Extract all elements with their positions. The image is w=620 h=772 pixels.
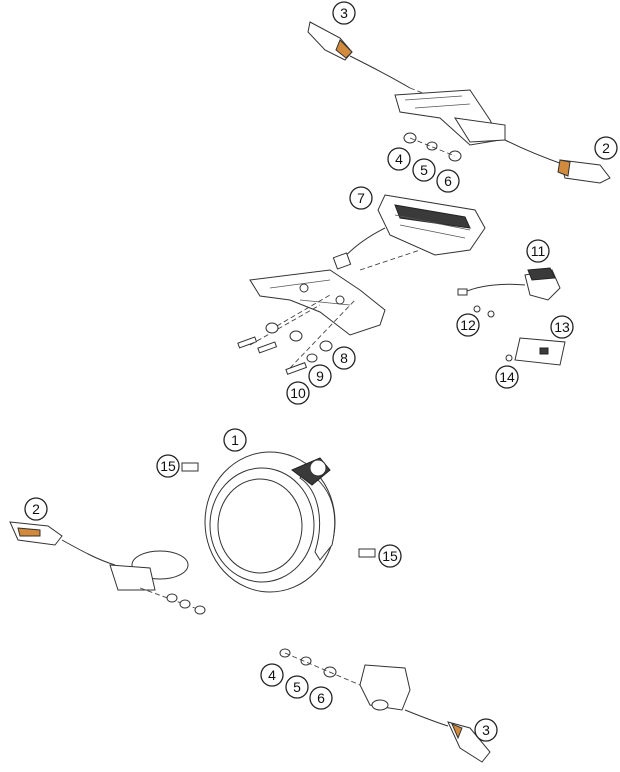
callout-1: 1	[223, 428, 247, 452]
callout-6-top: 6	[436, 169, 460, 193]
svg-text:9: 9	[316, 368, 324, 384]
svg-text:6: 6	[444, 173, 452, 189]
svg-text:13: 13	[554, 319, 570, 335]
turn-signal-rear-left	[307, 21, 441, 101]
callout-12: 12	[456, 313, 480, 337]
svg-text:12: 12	[460, 317, 476, 333]
svg-text:2: 2	[602, 140, 610, 156]
callout-13: 13	[550, 315, 574, 339]
svg-text:4: 4	[268, 667, 276, 683]
callout-7: 7	[349, 186, 373, 210]
washer-set-top	[403, 132, 462, 162]
turn-signal-front-right	[447, 721, 491, 763]
svg-text:3: 3	[340, 5, 348, 21]
svg-text:3: 3	[482, 722, 490, 738]
callout-3-top: 3	[332, 1, 356, 25]
front-right-clamp	[279, 648, 449, 727]
svg-text:14: 14	[499, 369, 515, 385]
headlight	[204, 451, 336, 593]
screw-set-bracket	[237, 322, 333, 375]
svg-text:8: 8	[340, 350, 348, 366]
callout-2-left: 2	[24, 497, 48, 521]
callout-5-bottom: 5	[285, 675, 309, 699]
callout-2-top: 2	[594, 136, 618, 160]
svg-text:5: 5	[420, 162, 428, 178]
svg-text:4: 4	[395, 151, 403, 167]
headlight-screw-left	[181, 462, 199, 472]
turn-signal-rear-right	[557, 159, 611, 184]
callout-4-top: 4	[387, 147, 411, 171]
svg-text:2: 2	[32, 501, 40, 517]
callout-3-bottom: 3	[474, 718, 498, 742]
callout-4-bottom: 4	[260, 663, 284, 687]
front-left-clamp	[109, 550, 206, 615]
svg-text:7: 7	[357, 190, 365, 206]
svg-text:5: 5	[293, 679, 301, 695]
svg-text:11: 11	[531, 243, 546, 259]
callout-6-bottom: 6	[309, 686, 333, 710]
svg-text:15: 15	[160, 458, 176, 474]
reflector	[505, 337, 566, 366]
callout-8: 8	[332, 346, 356, 370]
svg-text:1: 1	[231, 432, 239, 448]
callout-10: 10	[286, 381, 310, 405]
svg-text:6: 6	[317, 690, 325, 706]
tail-light-assembly	[332, 194, 486, 270]
turn-signal-front-left	[9, 521, 116, 566]
callout-15-left: 15	[156, 454, 180, 478]
callout-15-right: 15	[378, 544, 402, 568]
headlight-screw-right	[358, 548, 376, 558]
svg-text:15: 15	[382, 548, 398, 564]
callout-14: 14	[495, 365, 519, 389]
callout-9: 9	[308, 364, 332, 388]
callout-11: 11	[526, 239, 550, 263]
rear-signal-bracket	[394, 89, 566, 166]
svg-text:10: 10	[290, 385, 306, 401]
license-plate-bracket	[249, 249, 421, 369]
license-plate-light	[457, 267, 561, 318]
callout-5-top: 5	[412, 158, 436, 182]
